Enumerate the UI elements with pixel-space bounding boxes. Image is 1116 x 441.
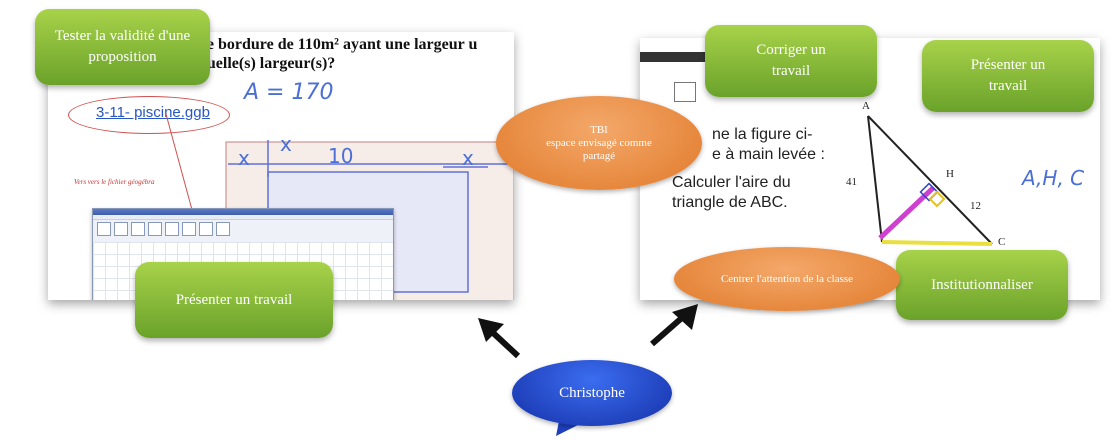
tool-icon[interactable]: [165, 222, 179, 236]
presenter-travail-right-box: Présenter un travail: [922, 40, 1094, 112]
right-text-line1: ne la figure ci-: [712, 126, 813, 143]
tool-icon[interactable]: [131, 222, 145, 236]
arrow-right-up-icon: [650, 304, 698, 347]
handwritten-ahc: A,H, C: [1022, 166, 1085, 190]
institutionnaliser-box: Institutionnaliser: [896, 250, 1068, 320]
ggb-link-oval[interactable]: [68, 96, 230, 134]
dim-x-3: x: [462, 146, 474, 170]
label-12: 12: [970, 200, 981, 212]
ggb-file-link[interactable]: 3-11- piscine.ggb: [96, 104, 210, 121]
red-annotation: Vers vers le fichier géogébra: [74, 178, 155, 186]
christophe-speech-bubble: Christophe: [512, 360, 672, 426]
tester-validite-box: Tester la validité d'une proposition: [35, 9, 210, 85]
right-text-line4: triangle de ABC.: [672, 194, 788, 211]
tool-icon[interactable]: [148, 222, 162, 236]
tool-icon[interactable]: [182, 222, 196, 236]
dim-10: 10: [328, 144, 354, 168]
left-heading-line1: ne bordure de 110m² ayant une largeur u: [198, 36, 478, 53]
tbi-text: espace envisagé comme partagé: [546, 136, 652, 162]
dim-x-2: x: [280, 132, 292, 156]
label-H: H: [946, 168, 954, 180]
geogebra-titlebar: [93, 209, 393, 215]
geogebra-menubar: [93, 215, 393, 220]
geogebra-toolbar: [93, 220, 393, 242]
corriger-travail-box: Corriger un travail: [705, 25, 877, 97]
label-41: 41: [846, 176, 857, 188]
dim-x-1: x: [238, 146, 250, 170]
arrow-left-up-icon: [478, 318, 521, 359]
right-text-line3: Calculer l'aire du: [672, 174, 791, 191]
right-text-line2: e à main levée :: [712, 146, 825, 163]
label-A: A: [862, 100, 870, 112]
triangle-figure: [867, 115, 993, 246]
right-checkbox: [674, 82, 696, 102]
left-heading-line2: quelle(s) largeur(s)?: [198, 55, 336, 72]
centrer-attention-oval: Centrer l'attention de la classe: [674, 247, 900, 311]
tbi-oval: TBI espace envisagé comme partagé: [496, 96, 702, 190]
handwritten-area: A = 170: [244, 80, 334, 105]
tool-icon[interactable]: [216, 222, 230, 236]
label-C: C: [998, 236, 1006, 248]
tool-icon[interactable]: [114, 222, 128, 236]
tbi-title: TBI: [590, 123, 608, 136]
presenter-travail-left-box: Présenter un travail: [135, 262, 333, 338]
tool-icon[interactable]: [97, 222, 111, 236]
tool-icon[interactable]: [199, 222, 213, 236]
